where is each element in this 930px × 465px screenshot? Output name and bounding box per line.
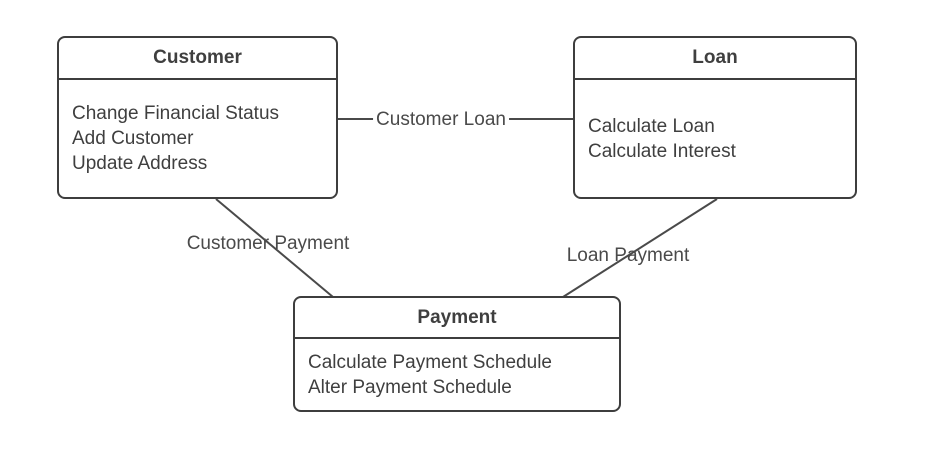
class-methods-customer: Change Financial Status Add Customer Upd…	[59, 80, 336, 197]
edge-label-customer-payment: Customer Payment	[186, 233, 350, 254]
method-item: Alter Payment Schedule	[308, 376, 512, 398]
method-item: Calculate Payment Schedule	[308, 351, 552, 373]
method-item: Add Customer	[72, 128, 194, 149]
method-item: Update Address	[72, 153, 208, 174]
method-item: Calculate Interest	[588, 140, 736, 162]
class-title-loan: Loan	[575, 38, 855, 80]
class-title-payment: Payment	[295, 298, 619, 339]
class-box-loan: Loan Calculate Loan Calculate Interest	[573, 36, 857, 199]
method-item: Change Financial Status	[72, 103, 280, 124]
edge-label-loan-payment: Loan Payment	[566, 245, 690, 266]
class-methods-payment: Calculate Payment Schedule Alter Payment…	[295, 339, 619, 410]
connector-loan-payment	[562, 198, 718, 298]
connector-customer-payment	[215, 198, 334, 298]
class-box-payment: Payment Calculate Payment Schedule Alter…	[293, 296, 621, 412]
edge-label-customer-loan: Customer Loan	[373, 109, 509, 131]
method-item: Calculate Loan	[588, 115, 715, 137]
class-title-customer: Customer	[59, 38, 336, 80]
class-box-customer: Customer Change Financial Status Add Cus…	[57, 36, 338, 199]
class-methods-loan: Calculate Loan Calculate Interest	[575, 80, 855, 197]
